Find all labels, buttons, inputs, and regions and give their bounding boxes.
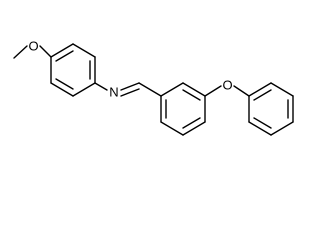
phenyl-ring — [248, 82, 294, 136]
ring1-double-bond — [55, 78, 74, 90]
bond-methyl-o — [13, 45, 28, 59]
methoxy-group — [13, 45, 52, 59]
ring1-bond — [72, 43, 96, 58]
methoxyphenyl-ring — [50, 43, 96, 97]
ring3-double-bond — [253, 117, 272, 129]
ring2-double-bond — [182, 89, 201, 101]
ring2-bond — [182, 121, 206, 136]
bond-n-ch — [120, 82, 140, 91]
ring3-double-bond — [253, 89, 272, 101]
ring1-bond — [50, 43, 74, 58]
ring3-bond — [270, 82, 294, 97]
chemical-structure: O N O — [13, 39, 294, 136]
central-benzene-ring — [160, 82, 206, 136]
bond-ch-ring2 — [138, 82, 162, 97]
ring3-bond — [248, 121, 272, 136]
imine-nitrogen-label: N — [109, 85, 118, 100]
bond-o-phenyl — [233, 85, 250, 97]
ring3-bond — [270, 121, 294, 136]
bond-o-ring1 — [39, 45, 52, 58]
ring1-bond — [72, 82, 96, 97]
ring1-double-bond — [55, 50, 74, 62]
imine-double-bond — [120, 82, 140, 97]
ring2-double-bond — [182, 117, 201, 129]
bond-ring1-n — [94, 82, 108, 91]
ether-oxygen-label: O — [222, 78, 232, 93]
methoxy-oxygen-label: O — [28, 39, 38, 54]
ring2-bond — [160, 121, 184, 136]
ring2-bond — [182, 82, 206, 97]
ring2-bond — [160, 82, 184, 97]
ring1-bond — [50, 82, 74, 97]
bond-n-ch-second — [120, 88, 140, 97]
ring3-bond — [248, 82, 272, 97]
bond-ring2-o — [204, 85, 222, 97]
